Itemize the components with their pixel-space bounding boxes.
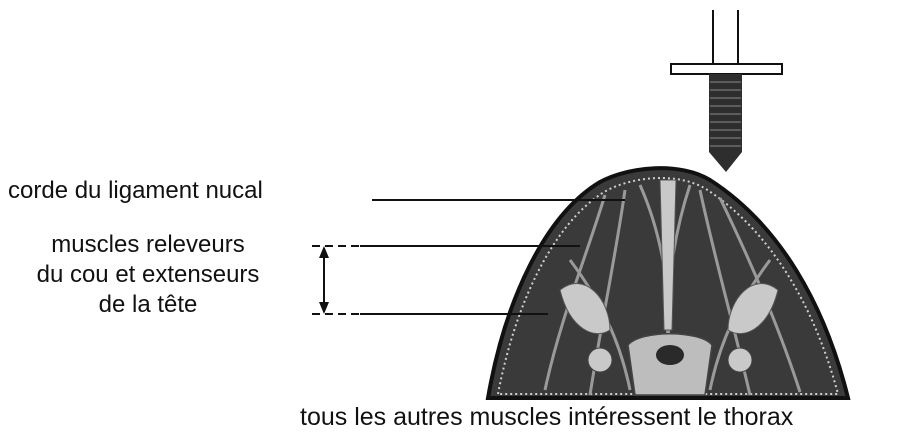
label-corde-ligament-nucal: corde du ligament nucal (8, 176, 263, 206)
arrow-down-icon (319, 302, 329, 314)
neck-cross-section (488, 168, 848, 398)
label-muscles-releveurs: muscles releveurs du cou et extenseurs d… (0, 230, 296, 320)
label-thorax-caption: tous les autres muscles intéressent le t… (300, 402, 793, 432)
label-muscles-line-1: muscles releveurs (0, 230, 296, 260)
arrow-up-icon (319, 246, 329, 258)
probe-icon (671, 10, 782, 172)
label-muscles-line-2: du cou et extenseurs (0, 260, 296, 290)
label-muscles-line-3: de la tête (0, 290, 296, 320)
